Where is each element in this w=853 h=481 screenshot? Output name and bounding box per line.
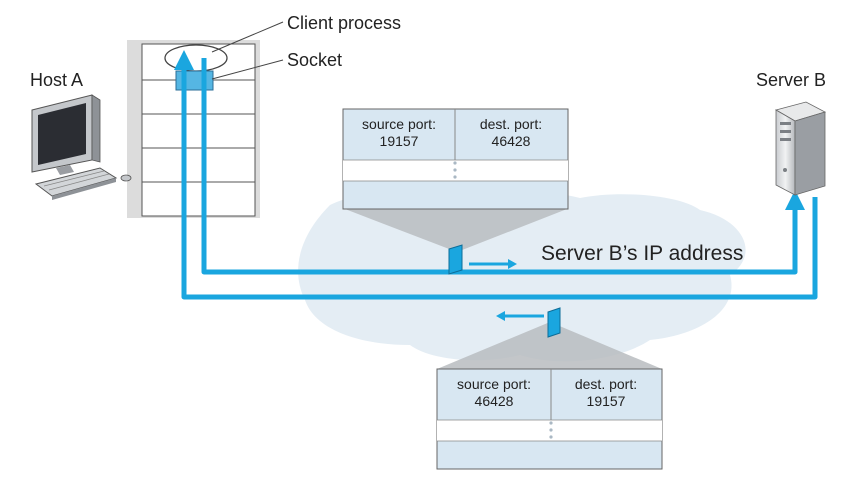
outgoing-dest-value: 46428 <box>492 133 531 149</box>
incoming-dest-label: dest. port: <box>575 376 637 392</box>
socket-label: Socket <box>287 50 342 70</box>
server-tower-icon <box>774 101 827 196</box>
outgoing-segment: source port: 19157 dest. port: 46428 <box>342 108 569 210</box>
outgoing-source-value: 19157 <box>380 133 419 149</box>
incoming-segment-callout <box>437 322 662 369</box>
incoming-dest-value: 19157 <box>587 393 626 409</box>
outgoing-segment-callout <box>345 209 567 252</box>
client-process-label: Client process <box>287 13 401 33</box>
host-a-label: Host A <box>30 70 83 90</box>
incoming-flow-line <box>174 50 818 300</box>
host-a-process-stack <box>127 40 260 218</box>
server-b-label: Server B <box>756 70 826 90</box>
incoming-source-label: source port: <box>457 376 531 392</box>
client-process-leader <box>211 21 284 53</box>
outgoing-flow-line <box>201 58 805 275</box>
desktop-computer-icon <box>31 94 132 200</box>
outgoing-packet-icon <box>448 244 517 275</box>
outgoing-dest-label: dest. port: <box>480 116 542 132</box>
outgoing-source-label: source port: <box>362 116 436 132</box>
socket-leader <box>211 59 284 80</box>
server-ip-label: Server B’s IP address <box>541 242 743 265</box>
incoming-source-value: 46428 <box>475 393 514 409</box>
incoming-segment: source port: 46428 dest. port: 19157 <box>436 368 663 470</box>
incoming-packet-icon <box>496 307 561 338</box>
